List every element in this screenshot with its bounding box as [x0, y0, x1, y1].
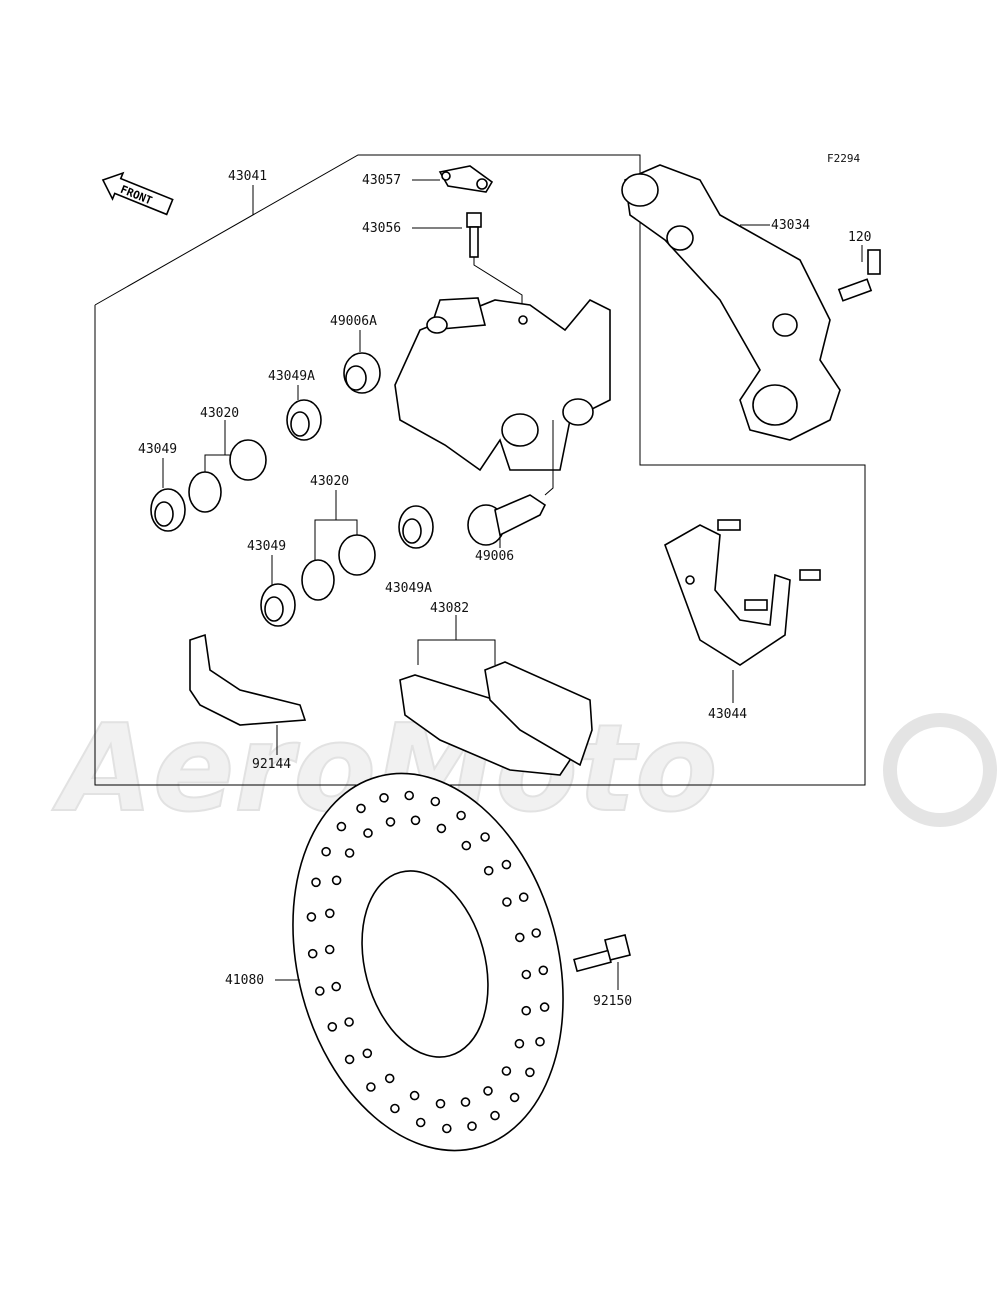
disc-hole	[410, 815, 421, 826]
label-43044: 43044	[708, 707, 747, 722]
label-43082: 43082	[430, 601, 469, 616]
caliper-body	[394, 297, 611, 472]
disc-hole	[435, 1098, 446, 1109]
label-43041: 43041	[228, 169, 267, 184]
disc-hole	[518, 892, 529, 903]
disc-hole	[409, 1090, 420, 1101]
disc-hole	[363, 828, 373, 838]
watermark: AeroMoto	[51, 699, 997, 840]
disc-hole	[539, 1002, 550, 1012]
disc-hole	[467, 1121, 477, 1131]
label-43020-upper: 43020	[200, 406, 239, 421]
disc-hole	[344, 848, 355, 858]
disc-hole-pattern	[306, 790, 550, 1134]
figure-id: F2294	[827, 152, 860, 165]
label-43020-middle: 43020	[310, 474, 349, 489]
label-43034: 43034	[771, 218, 810, 233]
disc-hole	[344, 1054, 355, 1065]
disc-hole	[430, 796, 441, 807]
label-43057: 43057	[362, 173, 401, 188]
label-43049-upper: 43049	[138, 442, 177, 457]
disc-hole	[336, 821, 347, 832]
label-49006: 49006	[475, 549, 514, 564]
dust-seal-upper	[150, 488, 186, 532]
disc-hole	[385, 817, 396, 827]
disc-hole	[480, 832, 490, 842]
label-43049a-middle: 43049A	[385, 581, 432, 596]
bleeder-valve	[466, 212, 482, 258]
disc-hole	[390, 1103, 400, 1114]
label-41080: 41080	[225, 973, 264, 988]
label-92144: 92144	[252, 757, 291, 772]
caliper-kit-outline	[94, 154, 866, 786]
disc-hole	[384, 1073, 395, 1084]
disc-hole	[501, 1066, 512, 1076]
disc-hole	[441, 1123, 452, 1134]
disc-hole	[311, 877, 321, 888]
piston-upper	[188, 439, 267, 513]
label-49006a: 49006A	[330, 314, 377, 329]
disc-hole	[314, 986, 325, 996]
disc-hole	[525, 1067, 535, 1078]
disc-hole	[362, 1048, 373, 1059]
disc-bolt	[573, 934, 631, 973]
disc-hole	[331, 981, 342, 992]
slide-pin-boot-upper	[343, 352, 381, 394]
disc-hole	[404, 790, 415, 801]
disc-hole	[502, 897, 512, 907]
brake-disc	[292, 772, 564, 1152]
disc-hole	[436, 823, 447, 834]
disc-hole	[331, 875, 342, 886]
watermark-wheel-icon	[883, 713, 997, 827]
disc-hole	[461, 840, 472, 851]
disc-hole	[379, 792, 389, 803]
torque-link-bracket	[621, 164, 841, 441]
disc-hole	[324, 944, 335, 955]
disc-hole	[538, 965, 549, 976]
label-43049-middle: 43049	[247, 539, 286, 554]
disc-hole	[490, 1110, 500, 1121]
disc-hole	[531, 928, 542, 938]
bleeder-cap	[438, 165, 494, 193]
piston-middle	[301, 534, 376, 601]
disc-hole	[521, 1005, 532, 1016]
disc-hole	[324, 908, 335, 919]
caliper-bracket	[664, 519, 821, 666]
disc-hole	[509, 1092, 520, 1103]
piston-seal-upper	[286, 399, 322, 441]
bolt-120	[837, 249, 881, 302]
disc-hole	[415, 1117, 426, 1128]
dust-seal-middle	[260, 583, 296, 627]
label-92150: 92150	[593, 994, 632, 1009]
disc-hole	[460, 1097, 471, 1107]
slide-pin-lower	[467, 494, 547, 546]
disc-hole	[456, 810, 466, 821]
disc-hole	[307, 948, 318, 959]
disc-hole	[535, 1036, 545, 1047]
piston-seal-middle	[398, 505, 434, 549]
disc-hole	[514, 1038, 525, 1049]
pad-spring	[189, 633, 307, 726]
label-43056: 43056	[362, 221, 401, 236]
front-arrow-icon: FRONT	[101, 171, 174, 216]
disc-hole	[521, 969, 532, 980]
disc-hole	[501, 859, 512, 870]
disc-hole	[306, 912, 317, 922]
disc-hole	[356, 803, 366, 814]
disc-hole	[514, 932, 525, 943]
disc-hole	[321, 846, 331, 857]
disc-hole	[483, 865, 494, 876]
disc-hole	[366, 1082, 376, 1092]
label-43049a-upper: 43049A	[268, 369, 315, 384]
brake-pad-set	[399, 661, 593, 776]
disc-hole	[327, 1022, 338, 1032]
watermark-text: AeroMoto	[52, 700, 718, 839]
disc-hole	[344, 1017, 354, 1027]
disc-hole	[483, 1086, 493, 1096]
label-120: 120	[848, 230, 871, 245]
